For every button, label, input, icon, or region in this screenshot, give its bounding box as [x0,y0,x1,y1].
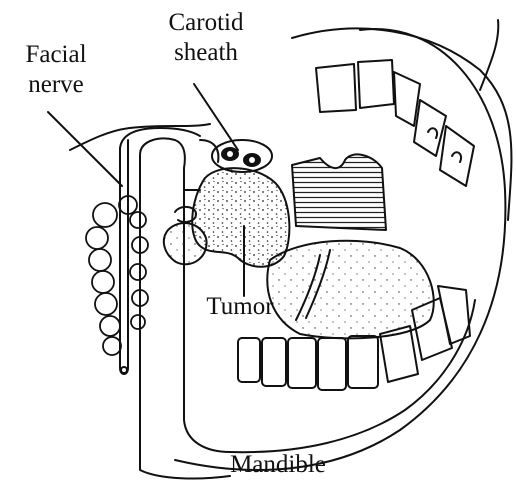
carotid-sheath-label-line-2: sheath [152,38,260,68]
facial-nerve-label-line-2: nerve [8,70,104,100]
facial-nerve-pointer [48,112,122,186]
tumor-drawing [192,168,289,267]
facial-nerve-label-line-1: Facial [8,40,104,70]
parotid-gland [86,196,148,355]
mandible-label: Mandible [208,450,348,480]
facial-nerve-label: Facial nerve [8,40,104,100]
carotid-sheath-label-line-1: Carotid [152,8,260,38]
carotid-sheath-label: Carotid sheath [152,8,260,68]
facial-nerve-drawing [120,140,128,374]
skin-contour [70,124,210,150]
tongue-drawing [267,241,433,339]
carotid-sheath-drawing [212,140,272,172]
pharynx-drawing [292,154,386,230]
tumor-label: Tumor [192,292,288,322]
